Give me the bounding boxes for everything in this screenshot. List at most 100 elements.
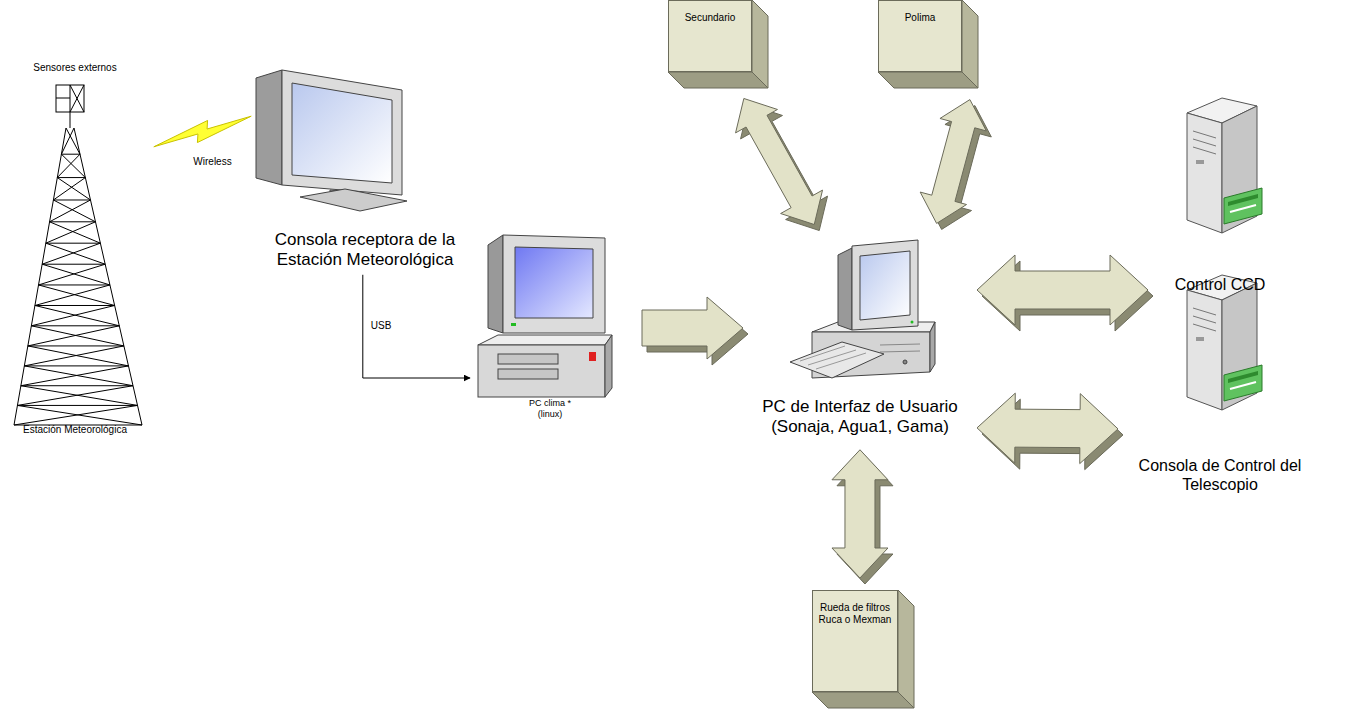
antenna-tower [57,178,90,200]
workstation-pc [903,360,907,364]
node-label: Control CCD [1160,275,1280,294]
tower-leg [14,128,66,425]
antenna-tower [24,366,133,386]
antenna-tower [46,243,105,264]
antenna-tower [57,177,85,178]
antenna-tower [50,221,96,222]
server-node: Control CCD [1160,95,1280,294]
node-label: Polima [878,12,962,24]
antenna-tower [53,199,90,200]
workstation-pc [816,353,866,369]
box-face [669,1,752,72]
workstation-pc [930,322,935,372]
device-box: Polima [878,0,978,88]
block-arrow [642,297,743,359]
tower-leg [74,128,142,425]
server-node: Consola de Control del Telescopio [1130,270,1310,494]
antenna-tower [56,98,70,99]
antenna-tower [39,264,106,285]
workstation-pc [790,342,884,378]
antenna-tower [46,222,96,243]
desktop-pc [515,247,593,318]
node-label: PC clima * (linux) [521,398,579,420]
antenna-tower [46,243,101,244]
block-arrow [832,450,888,578]
antenna-tower [70,85,84,112]
workstation-pc [860,251,910,320]
antenna-tower [50,222,101,243]
node-label: Rueda de filtros Ruca o Mexman [812,602,898,626]
node-label: Secundario [668,12,752,24]
antenna-tower [35,285,110,306]
antenna-tower [61,128,74,154]
antenna-tower [28,326,119,346]
antenna-tower [35,305,115,306]
antenna-tower [17,405,137,406]
antenna-tower [57,154,80,177]
node-label: Estación Meteorológica [0,424,150,436]
antenna-tower [42,264,110,285]
antenna-tower [21,366,129,386]
workstation-pc [800,346,845,361]
computer-node: PC clima * (linux) [470,228,630,420]
antenna-tower [21,386,138,406]
box-bottom [812,692,914,708]
antenna-tower [53,200,95,222]
node-label: PC de Interfaz de Usuario (Sonaja, Agua1… [755,397,965,438]
antenna-tower [50,200,91,222]
antenna-tower [21,385,133,386]
antenna-tower [61,154,80,155]
desktop-pc [488,235,503,333]
device-box: Secundario [668,0,768,88]
block-arrow [920,100,986,224]
desktop-pc [498,369,558,379]
antenna-tower [17,405,142,425]
sensor-box [56,85,84,112]
node-label: Consola receptora de la Estación Meteoro… [255,230,475,271]
console-monitor [282,70,402,195]
antenna-tower [24,365,128,366]
antenna-tower [42,264,105,265]
antenna-tower [28,346,129,366]
antenna-tower [14,405,138,425]
console-monitor [256,70,282,185]
mast [70,112,71,128]
connector-label: USB [369,320,394,332]
block-arrow [736,98,823,224]
node-label: Sensores externos [0,62,150,74]
desktop-pc [478,345,605,397]
weather-station: Sensores externosEstación Meteorológica [0,62,150,436]
connector-label: Wireless [191,156,233,168]
block-arrow [977,255,1148,325]
desktop-pc [498,354,558,364]
console-monitor [300,189,407,211]
antenna-tower [14,85,142,425]
antenna-tower [70,85,84,112]
telescope-server [1187,275,1262,410]
desktop-pc [478,335,612,345]
computer-node: PC de Interfaz de Usuario (Sonaja, Agua1… [755,235,965,438]
console-monitor [256,70,407,211]
box-bottom [668,72,768,88]
console-monitor [292,83,392,183]
workstation-pc [808,350,856,365]
ccd-server [1187,98,1262,233]
desktop-pc [605,335,612,397]
workstation-pc [790,240,935,378]
workstation-pc [880,351,920,352]
node-label: Consola de Control del Telescopio [1130,456,1310,494]
workstation-pc [838,248,852,330]
desktop-pc [478,235,612,397]
antenna-tower [39,285,115,306]
antenna-tower [53,178,85,200]
workstation-pc [880,344,920,345]
box-side [898,590,914,708]
block-arrow [977,393,1118,463]
antenna-tower [42,243,100,264]
antenna-tower [39,284,110,285]
box-face [813,591,898,692]
workstation-pc [852,240,918,330]
antenna-tower [31,305,114,325]
